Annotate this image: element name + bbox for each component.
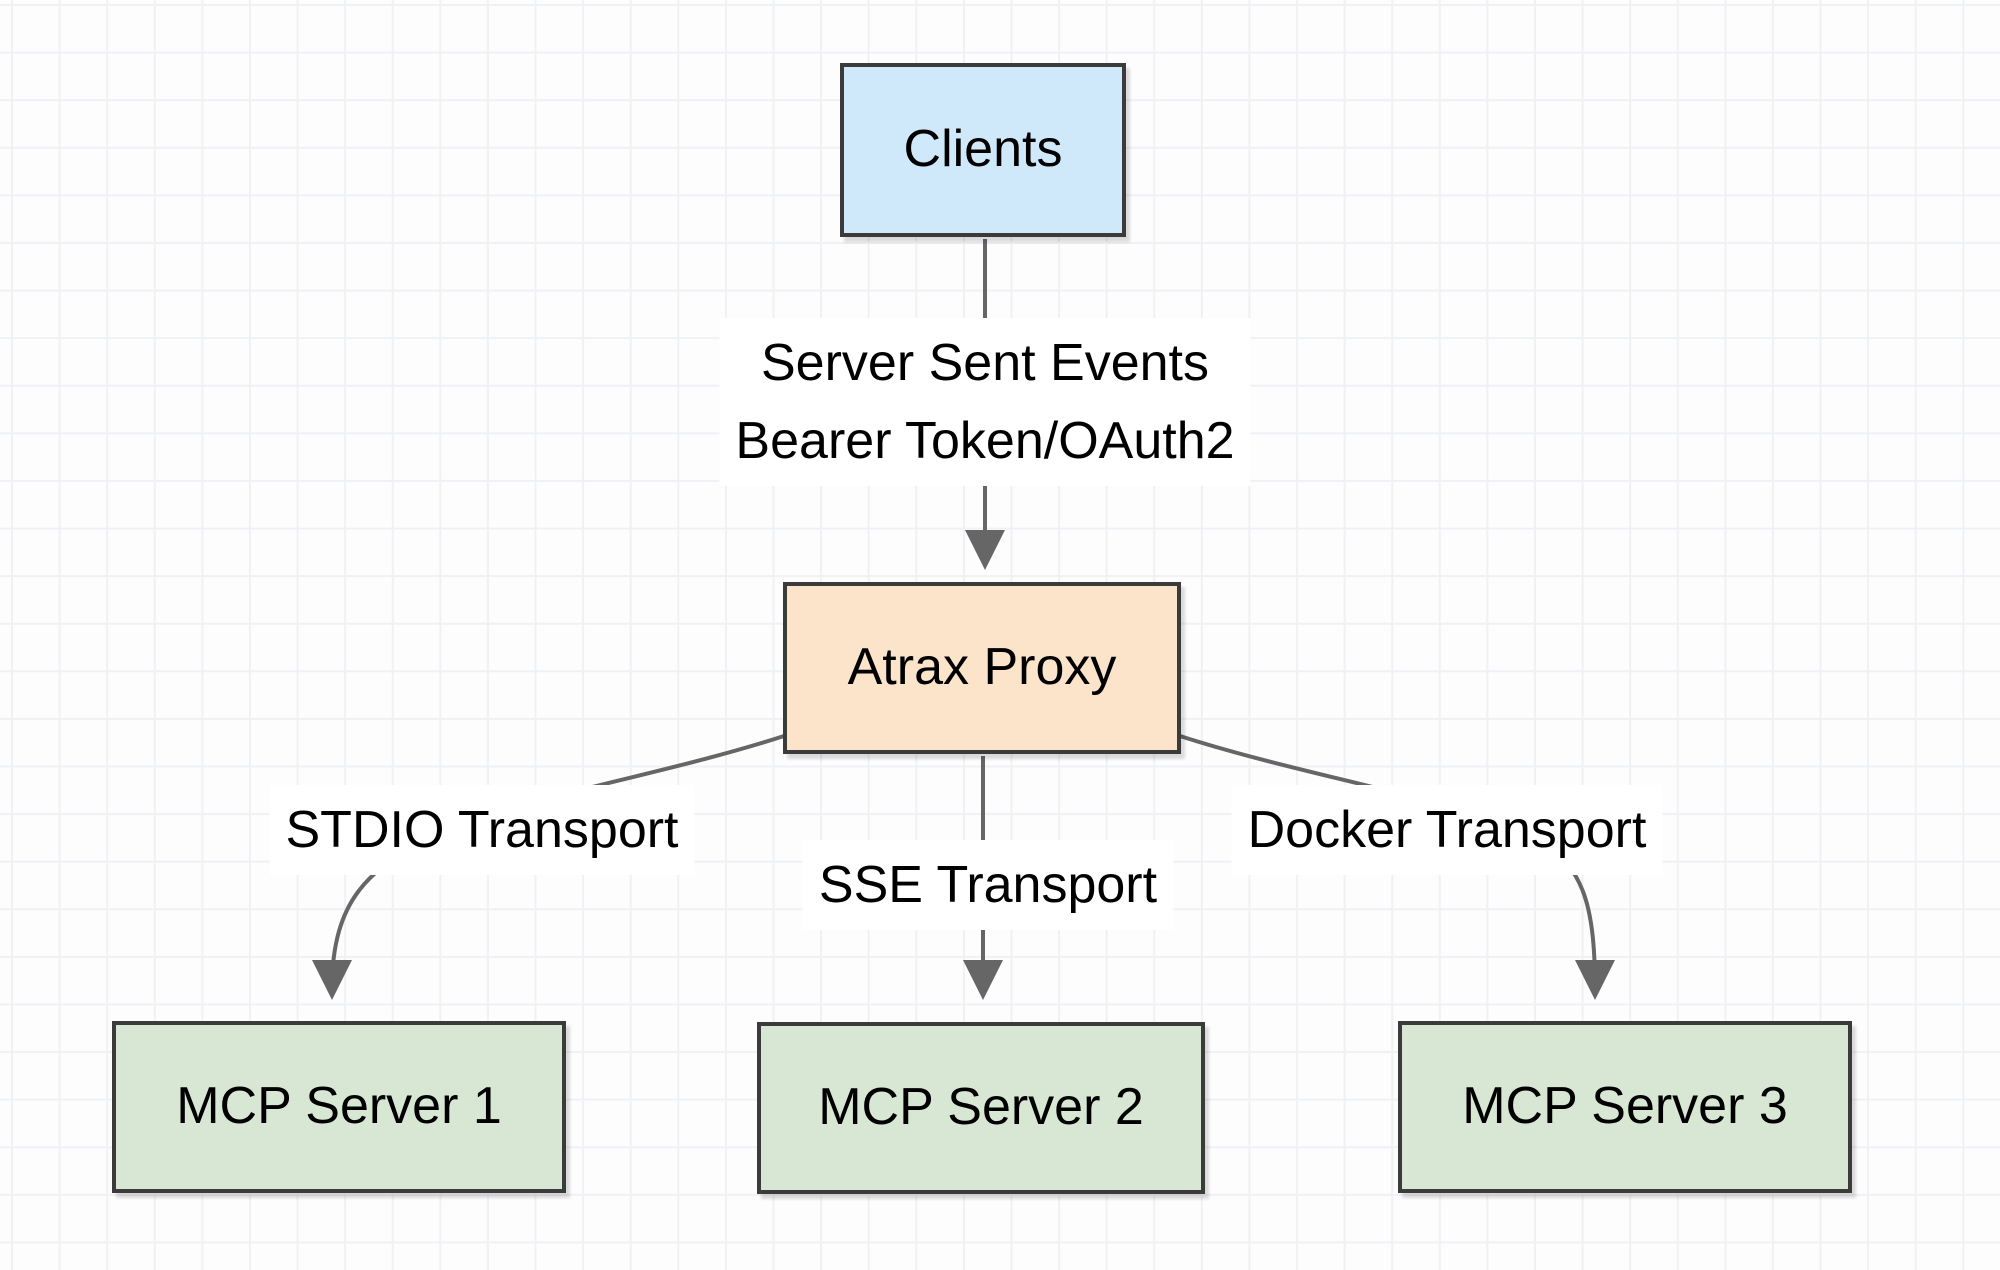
node-clients: Clients bbox=[840, 63, 1126, 237]
node-atrax-proxy-label: Atrax Proxy bbox=[847, 638, 1117, 697]
node-mcp-server-2-label: MCP Server 2 bbox=[818, 1078, 1144, 1137]
node-mcp-server-2: MCP Server 2 bbox=[757, 1022, 1205, 1194]
edge-label-sse-events-line: Server Sent Events bbox=[760, 334, 1209, 392]
edge-label-docker-transport: Docker Transport bbox=[1231, 785, 1663, 875]
edge-label-bearer-token-line: Bearer Token/OAuth2 bbox=[735, 412, 1235, 470]
edge-label-sse-transport: SSE Transport bbox=[802, 840, 1174, 930]
node-atrax-proxy: Atrax Proxy bbox=[783, 582, 1181, 754]
edge-label-stdio-transport: STDIO Transport bbox=[269, 785, 695, 875]
node-mcp-server-1-label: MCP Server 1 bbox=[176, 1077, 502, 1136]
node-mcp-server-3-label: MCP Server 3 bbox=[1462, 1077, 1788, 1136]
edge-label-clients-to-proxy: Server Sent Events Bearer Token/OAuth2 bbox=[719, 318, 1251, 486]
node-mcp-server-3: MCP Server 3 bbox=[1398, 1021, 1852, 1193]
node-clients-label: Clients bbox=[903, 120, 1063, 179]
node-mcp-server-1: MCP Server 1 bbox=[112, 1021, 566, 1193]
